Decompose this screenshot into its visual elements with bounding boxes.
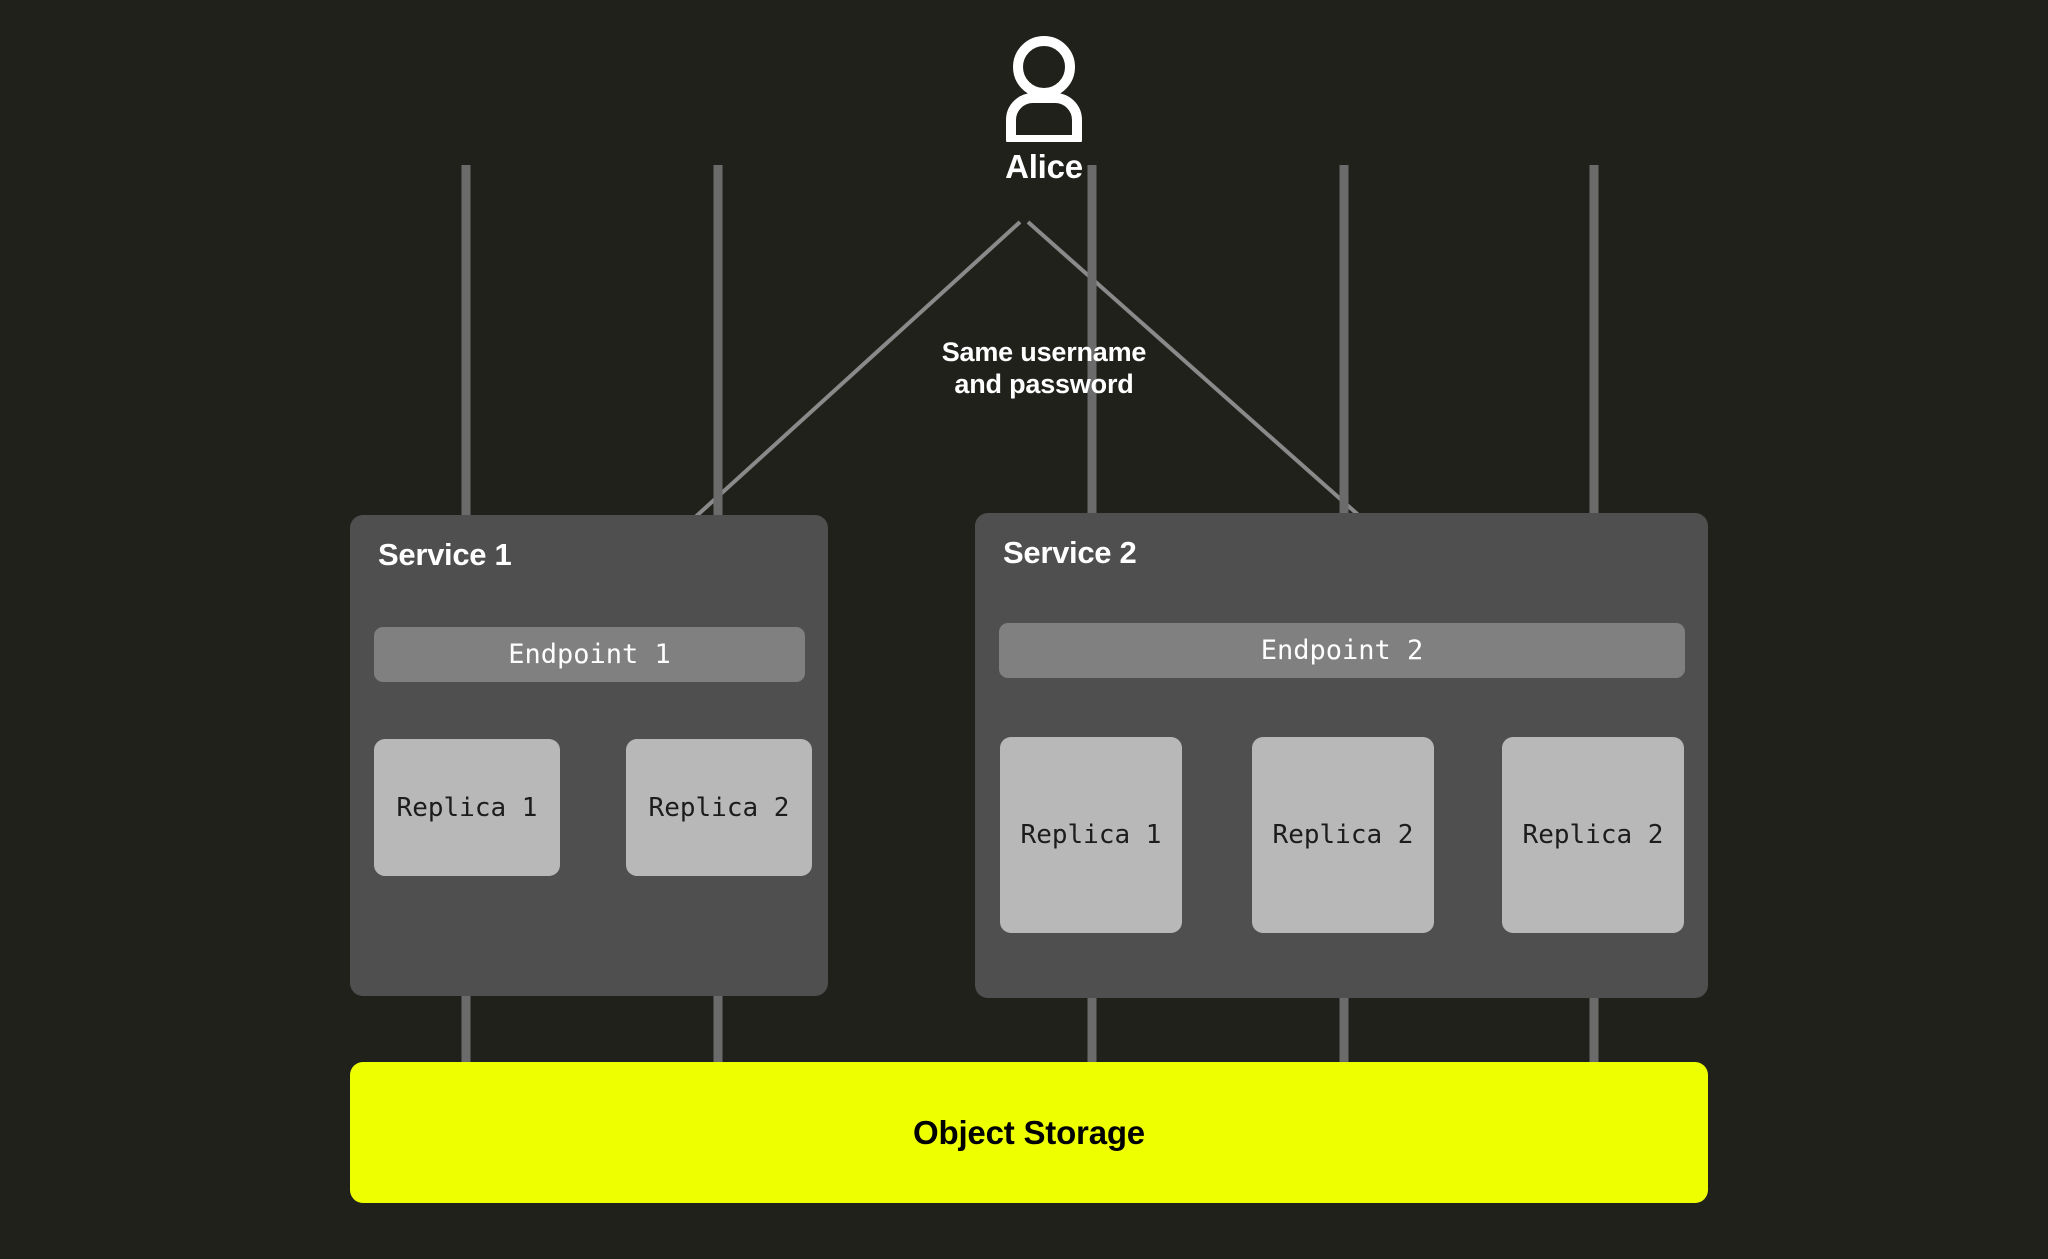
endpoint-1[interactable]: Endpoint 1 bbox=[374, 627, 805, 682]
actor-label: Alice bbox=[1005, 148, 1083, 185]
user-icon bbox=[1006, 36, 1082, 142]
service-2-replica-1[interactable]: Replica 1 bbox=[1000, 737, 1182, 933]
service-1-replica-2[interactable]: Replica 2 bbox=[626, 739, 812, 876]
actor-alice: Alice bbox=[924, 30, 1164, 186]
service-1-title: Service 1 bbox=[378, 537, 512, 572]
object-storage-node[interactable]: Object Storage bbox=[350, 1062, 1708, 1203]
edge-note: Same username and password bbox=[784, 337, 1304, 401]
endpoint-2[interactable]: Endpoint 2 bbox=[999, 623, 1685, 678]
edge-note-line-1: Same username bbox=[941, 337, 1147, 367]
edge-note-line-2: and password bbox=[954, 368, 1134, 399]
service-2-title: Service 2 bbox=[1003, 535, 1137, 570]
service-1-replica-1[interactable]: Replica 1 bbox=[374, 739, 560, 876]
service-2-replica-2[interactable]: Replica 2 bbox=[1252, 737, 1434, 933]
service-2-replica-3[interactable]: Replica 2 bbox=[1502, 737, 1684, 933]
object-storage-label: Object Storage bbox=[913, 1113, 1145, 1151]
service-panel-2[interactable]: Service 2 Endpoint 2 Replica 1 Replica 2… bbox=[975, 513, 1708, 998]
service-panel-1[interactable]: Service 1 Endpoint 1 Replica 1 Replica 2 bbox=[350, 515, 828, 996]
